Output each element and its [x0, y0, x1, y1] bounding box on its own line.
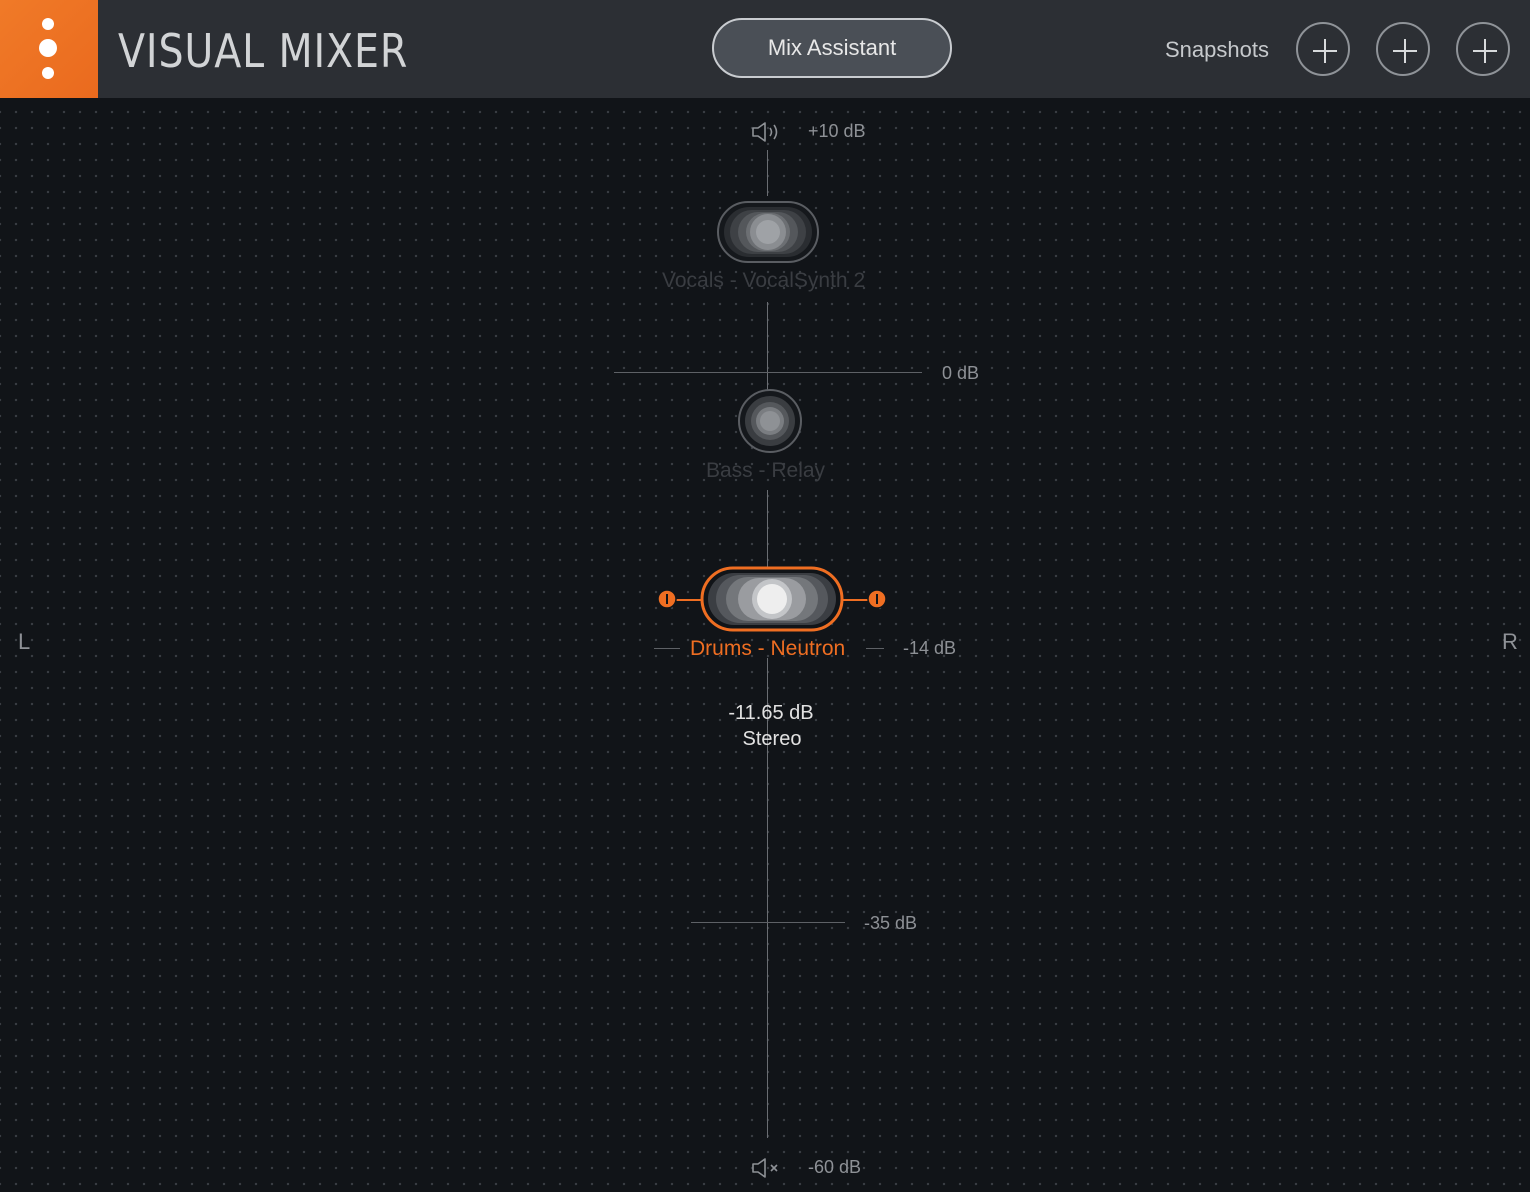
volume-axis-line — [767, 302, 768, 392]
track-orb-icon — [738, 389, 802, 453]
menu-dot-icon — [39, 39, 57, 57]
plus-icon — [1393, 39, 1417, 63]
width-handle-line-right — [842, 599, 870, 601]
top-bar: VISUAL MIXER Mix Assistant Snapshots — [0, 0, 1530, 98]
plus-icon — [1473, 39, 1497, 63]
pan-left-label: L — [18, 629, 31, 654]
db-label-zero: 0 dB — [942, 363, 980, 383]
volume-axis-line — [767, 658, 768, 1138]
add-snapshot-button-3[interactable] — [1456, 22, 1510, 76]
add-snapshot-button-1[interactable] — [1296, 22, 1350, 76]
add-snapshot-button-2[interactable] — [1376, 22, 1430, 76]
zero-db-tick — [614, 372, 922, 373]
db-label-mid: -14 dB — [903, 638, 957, 658]
speaker-icon — [752, 122, 778, 142]
track-label-bass: Bass - Relay — [706, 459, 826, 482]
width-handle-right-icon[interactable] — [866, 588, 888, 610]
track-orb-icon — [700, 566, 844, 632]
menu-dot-icon — [42, 18, 54, 30]
selected-width-readout: Stereo — [742, 728, 802, 750]
mid-db-tick-left — [654, 648, 680, 649]
db-label-bottom: -60 dB — [808, 1157, 862, 1177]
app-title: VISUAL MIXER — [118, 24, 409, 78]
menu-dot-icon — [42, 67, 54, 79]
track-node-bass[interactable] — [737, 389, 803, 453]
volume-axis-line — [767, 150, 768, 196]
width-handle-line-left — [676, 599, 702, 601]
mixer-stage[interactable]: +10 dB 0 dB -14 dB -35 dB -60 dB L R Voc… — [0, 98, 1530, 1192]
db-label-low: -35 dB — [864, 913, 918, 933]
selected-gain-readout: -11.65 dB — [728, 702, 814, 724]
mute-icon — [752, 1158, 778, 1178]
low-db-tick — [691, 922, 845, 923]
mix-assistant-button[interactable]: Mix Assistant — [712, 18, 952, 78]
mid-db-tick-right — [866, 648, 884, 649]
track-label-vocals: Vocals - VocalSynth 2 — [662, 269, 866, 292]
width-handle-left-icon[interactable] — [656, 588, 678, 610]
db-label-top: +10 dB — [808, 121, 866, 141]
track-orb-icon — [717, 201, 819, 263]
volume-axis-line — [767, 490, 768, 568]
track-label-drums: Drums - Neutron — [690, 637, 846, 660]
menu-button[interactable] — [0, 0, 98, 98]
track-node-drums[interactable] — [700, 566, 844, 632]
track-node-vocals[interactable] — [716, 200, 820, 264]
plus-icon — [1313, 39, 1337, 63]
pan-right-label: R — [1502, 629, 1518, 654]
snapshots-label: Snapshots — [1165, 37, 1269, 62]
